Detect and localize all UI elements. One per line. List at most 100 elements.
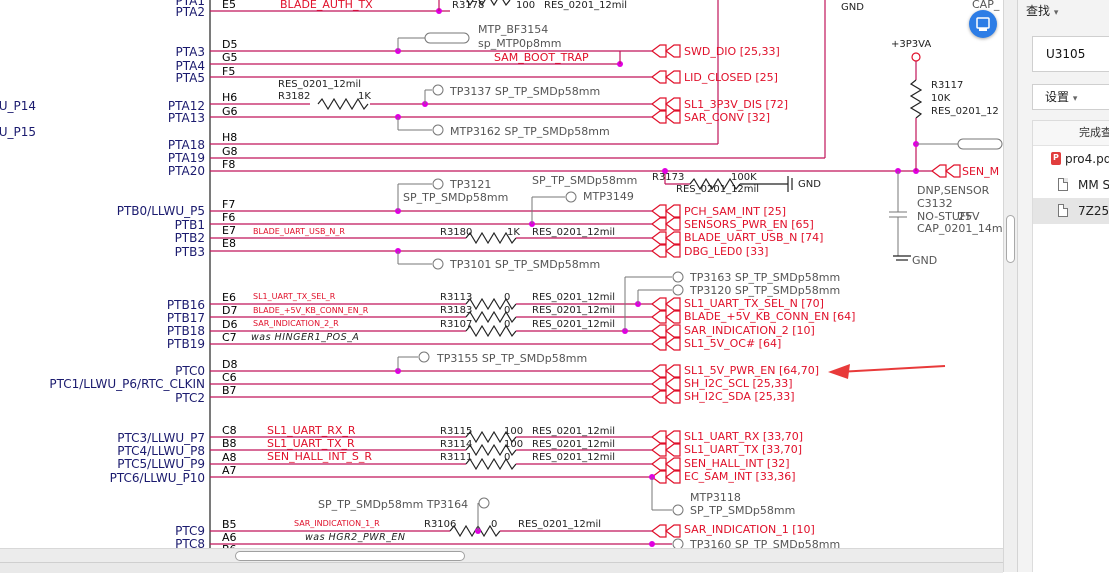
horizontal-scrollbar[interactable] (0, 548, 1003, 563)
result-item-label: 7Z256 (1078, 204, 1109, 218)
test-point-label: MTP3149 (583, 190, 634, 203)
pin-name-label: PTC5/LLWU_P9 (117, 457, 205, 471)
test-point-label: GND (912, 254, 937, 267)
pin-name-label: LLWU_P15 (0, 125, 36, 139)
ball-number-label: A8 (222, 451, 237, 464)
pin-name-label: PTB0/LLWU_P5 (117, 204, 205, 218)
component-label: R3115 (440, 426, 472, 437)
pin-name-label: PTC6/LLWU_P10 (110, 471, 205, 485)
offpage-connector-ec-sam-int (665, 470, 681, 484)
test-point-label: TP3121 (449, 178, 491, 191)
find-panel: 查找 ▾ U3105 设置 ▾ 完成查 pro4.pd MM S 7Z256 (1017, 0, 1109, 572)
offpage-connector-blade-5v-kb-conn-en (665, 310, 681, 324)
ball-number-label: F6 (222, 211, 235, 224)
component-label: R3117 (931, 80, 963, 91)
offpage-connector-sh-i2c-sda (651, 390, 667, 404)
result-item-pdf[interactable]: pro4.pd (1033, 145, 1109, 172)
pin-name-label: PTC1/LLWU_P6/RTC_CLKIN (49, 377, 205, 391)
vertical-scrollbar[interactable] (1003, 0, 1017, 572)
pin-name-label: PTB1 (175, 218, 205, 232)
component-label: 0 (491, 519, 497, 530)
ball-number-label: E5 (222, 0, 236, 11)
settings-dropdown[interactable]: 设置 ▾ (1032, 84, 1109, 110)
component-label: 0 (504, 292, 510, 303)
floating-action-button[interactable] (969, 10, 997, 38)
test-point-tp3101 (432, 258, 444, 270)
component-label: RES_0201_12mil (532, 227, 615, 238)
component-label: RES_0201_12 (931, 106, 999, 117)
net-name-label: SH_I2C_SCL [25,33] (684, 377, 793, 390)
test-point-tp3160 (672, 538, 684, 548)
component-label: R3183 (440, 305, 472, 316)
ball-number-label: F5 (222, 65, 235, 78)
document-icon (1058, 178, 1068, 191)
offpage-connector-sar-indication-2 (651, 324, 667, 338)
net-name-label: SL1_UART_RX_R (267, 424, 356, 437)
local-net-label: SAR_INDICATION_1_R (294, 519, 380, 528)
local-net-labels: BLADE_UART_USB_N_RSL1_UART_TX_SEL_RBLADE… (253, 227, 380, 528)
net-name-label: SL1_UART_TX [33,70] (684, 443, 802, 456)
power-symbol-3p3va (911, 52, 921, 62)
ball-number-label: F8 (222, 158, 235, 171)
settings-dropdown-label: 设置 (1045, 90, 1070, 104)
offpage-connector-sar-conv (665, 110, 681, 124)
cap-label-corner: CAP_ (972, 0, 1000, 11)
chevron-down-icon[interactable]: ▾ (1053, 8, 1059, 18)
offpage-connector-sar-conv (651, 110, 667, 124)
pin-name-label: PTC3/LLWU_P7 (117, 431, 205, 445)
offpage-connector-dbg-led0 (651, 244, 667, 258)
ball-number-label: C6 (222, 371, 237, 384)
schematic-drawing: PTA1PTA2PTA3PTA4PTA5LLWU_P14PTA12PTA13LL… (0, 0, 1003, 548)
offpage-connector-sl1-uart-tx (665, 443, 681, 457)
search-input[interactable]: U3105 (1032, 36, 1109, 72)
net-name-label: LID_CLOSED [25] (684, 71, 778, 84)
pin-name-label: PTA12 (168, 99, 205, 113)
test-point-label: 25V (958, 210, 980, 223)
offpage-connector-sar-indication-2 (665, 324, 681, 338)
test-point-label: TP3101 SP_TP_SMDp58mm (449, 258, 600, 271)
offpage-connector-pch-sam-int (665, 204, 681, 218)
pin-name-label: PTB16 (167, 298, 205, 312)
ball-number-label: A6 (222, 531, 237, 544)
test-point-label: TP3137 SP_TP_SMDp58mm (449, 85, 600, 98)
test-point-tp3163 (672, 271, 684, 283)
offpage-connector-sl1-3p3v-dis (665, 97, 681, 111)
offpage-connector-sh-i2c-scl (651, 377, 667, 391)
offpage-connector-sar-indication-1 (651, 524, 667, 538)
net-name-label: SAR_CONV [32] (684, 111, 770, 124)
component-label: R3114 (440, 439, 472, 450)
pin-name-label: PTC8 (175, 537, 205, 548)
vertical-scroll-thumb[interactable] (1006, 215, 1015, 263)
schematic-canvas[interactable]: PTA1PTA2PTA3PTA4PTA5LLWU_P14PTA12PTA13LL… (0, 0, 1003, 572)
local-net-label: SL1_UART_TX_SEL_R (253, 292, 336, 301)
component-label: R3182 (278, 91, 310, 102)
net-name-label: SAR_INDICATION_1 [10] (684, 523, 815, 536)
offpage-connector-blade-uart-usb-n (665, 231, 681, 245)
component-label: 100 (516, 0, 535, 11)
pin-name-label: PTB2 (175, 231, 205, 245)
component-label: R3173 (652, 172, 684, 183)
test-point-label: TP3160 SP_TP_SMDp58mm (689, 538, 840, 548)
result-item-selected[interactable]: 7Z256 (1033, 198, 1109, 224)
ball-number-label: E6 (222, 291, 236, 304)
component-label: 1K (358, 91, 371, 102)
offpage-connector-blade-uart-usb-n (651, 231, 667, 245)
net-name-label: SL1_3P3V_DIS [72] (684, 98, 788, 111)
pin-name-label: PTB3 (175, 245, 205, 259)
horizontal-scroll-thumb[interactable] (235, 551, 465, 561)
ball-number-label: A7 (222, 464, 237, 477)
junction (662, 168, 668, 174)
find-panel-header[interactable]: 查找 ▾ (1026, 2, 1058, 19)
component-label: GND (798, 179, 821, 190)
result-item[interactable]: MM S (1033, 172, 1109, 198)
net-name-label: SL1_UART_TX_R (267, 437, 355, 450)
component-label: 100K (731, 172, 757, 183)
pin-name-label: PTA3 (176, 45, 205, 59)
offpage-connector-sl1-uart-tx-sel-n (651, 297, 667, 311)
test-point-tp3121 (432, 178, 444, 190)
component-label: RES_0201_12mil (518, 519, 601, 530)
chevron-down-icon: ▾ (1072, 94, 1078, 104)
component-label: RES_0201_12mil (676, 184, 759, 195)
